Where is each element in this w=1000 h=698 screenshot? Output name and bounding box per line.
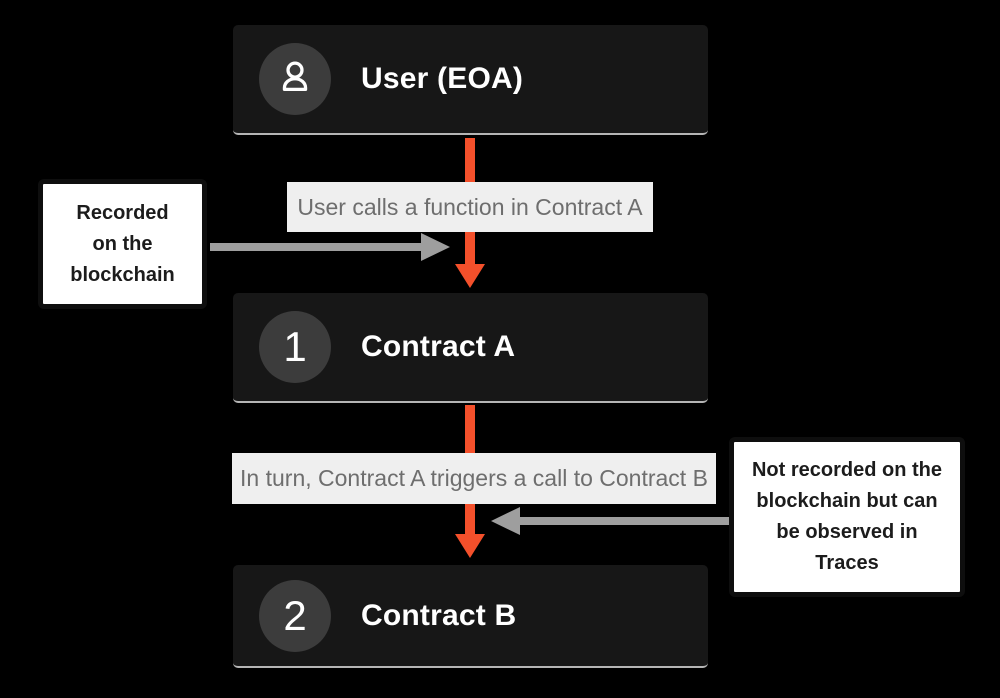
node-contract-b: 2 Contract B [233, 565, 708, 668]
annotation-line: Recorded [76, 201, 169, 224]
step-2-badge: 2 [259, 579, 331, 652]
step-number: 2 [283, 591, 307, 639]
flow-label-contract-a-call: In turn, Contract A triggers a call to C… [232, 453, 716, 504]
flow-label-user-call: User calls a function in Contract A [287, 182, 653, 232]
annotation-not-recorded-traces: Not recorded on the blockchain but can b… [729, 437, 965, 597]
node-user-eoa: User (EOA) [233, 25, 708, 135]
node-contract-a: 1 Contract A [233, 293, 708, 403]
annotation-line: be observed in [776, 521, 918, 543]
arrow-traces-pointer [491, 505, 730, 542]
annotation-line: on the [92, 232, 153, 255]
step-number: 1 [283, 323, 307, 370]
node-title-contract-a: Contract A [361, 330, 516, 363]
annotation-line: blockchain but can [756, 490, 938, 512]
user-avatar-badge [259, 43, 331, 115]
arrow-recorded-pointer [210, 231, 450, 268]
user-icon [273, 55, 317, 104]
annotation-line: Not recorded on the [751, 459, 942, 481]
node-title-user-eoa: User (EOA) [361, 62, 524, 95]
annotation-line: blockchain [70, 263, 175, 286]
annotation-recorded-on-blockchain: Recorded on the blockchain [38, 179, 207, 309]
annotation-line: Traces [815, 552, 879, 574]
step-1-badge: 1 [259, 311, 331, 383]
node-title-contract-b: Contract B [361, 598, 517, 632]
